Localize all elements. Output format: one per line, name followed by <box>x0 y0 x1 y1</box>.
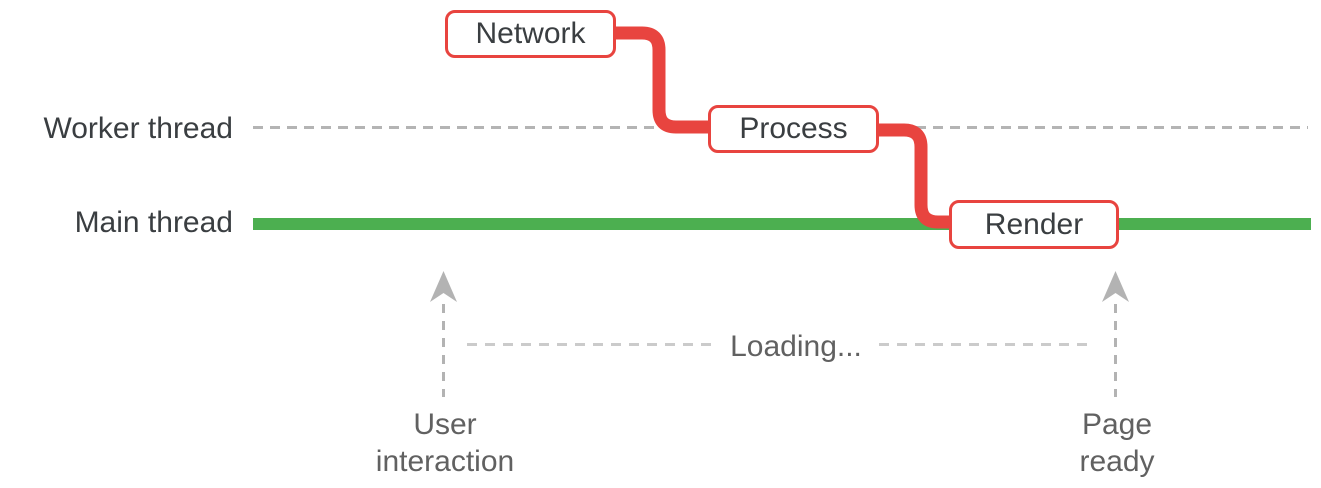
user-interaction-arrowhead-icon <box>430 271 457 302</box>
loading-dashed-line-right <box>879 343 1091 346</box>
user-interaction-label-line1: User <box>413 408 477 441</box>
page-ready-arrowhead-icon <box>1102 271 1129 302</box>
render-task-label: Render <box>984 207 1084 241</box>
page-ready-label-line1: Page <box>1081 408 1153 441</box>
connector-process-to-render <box>874 123 952 229</box>
loading-label: Loading... <box>730 330 862 363</box>
page-ready-arrow-shaft <box>1114 304 1117 397</box>
task-box-render: Render <box>949 200 1119 249</box>
page-ready-label-line2: ready <box>1079 445 1155 478</box>
loading-dashed-line-left <box>467 343 713 346</box>
network-task-label: Network <box>475 17 586 50</box>
user-interaction-label-line2: interaction <box>375 445 515 478</box>
connector-network-to-process <box>608 26 713 134</box>
main-thread-label: Main thread <box>74 206 233 239</box>
task-box-network: Network <box>445 10 616 58</box>
worker-thread-label: Worker thread <box>43 112 233 145</box>
user-interaction-arrow-shaft <box>442 304 445 397</box>
task-box-process: Process <box>708 105 879 153</box>
user-interaction-label: User interaction <box>355 406 535 480</box>
process-task-label: Process <box>739 112 848 145</box>
page-ready-label: Page ready <box>1027 406 1207 480</box>
